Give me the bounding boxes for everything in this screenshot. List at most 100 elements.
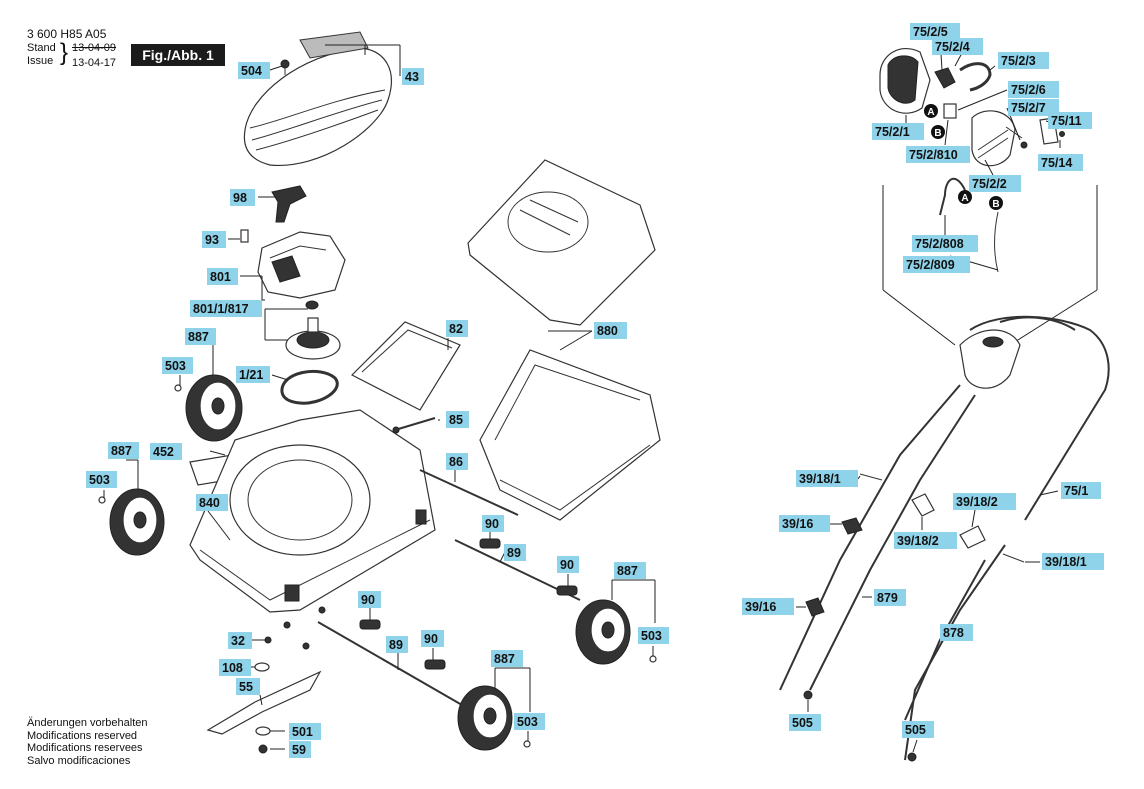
label-90-b: 90	[557, 556, 579, 573]
svg-text:39/16: 39/16	[745, 600, 776, 614]
svg-text:75/11: 75/11	[1051, 114, 1082, 128]
svg-text:39/16: 39/16	[782, 517, 813, 531]
svg-text:85: 85	[449, 413, 463, 427]
svg-text:75/1: 75/1	[1064, 484, 1088, 498]
svg-text:93: 93	[205, 233, 219, 247]
svg-text:879: 879	[877, 591, 898, 605]
label-503-c: 503	[638, 627, 669, 644]
stand-date: 13-04-09	[72, 42, 117, 54]
label-501: 501	[289, 723, 321, 740]
note-de: Änderungen vorbehalten	[27, 717, 148, 729]
svg-text:501: 501	[292, 725, 313, 739]
svg-text:887: 887	[494, 652, 515, 666]
svg-text:503: 503	[517, 715, 538, 729]
svg-text:75/14: 75/14	[1041, 156, 1072, 170]
wheel-drawing-4	[457, 685, 531, 751]
label-452: 452	[150, 443, 182, 460]
mower-deck-drawing	[189, 409, 436, 613]
label-801: 801	[207, 268, 238, 285]
svg-text:503: 503	[89, 473, 110, 487]
label-503-d: 503	[514, 713, 545, 730]
svg-text:503: 503	[641, 629, 662, 643]
label-75-2-808: 75/2/808	[912, 235, 978, 252]
label-39-18-1-b: 39/18/1	[1042, 553, 1104, 570]
svg-text:887: 887	[188, 330, 209, 344]
wheel-drawing-3	[575, 599, 657, 665]
svg-text:1/21: 1/21	[239, 368, 263, 382]
svg-text:108: 108	[222, 661, 243, 675]
svg-text:39/18/2: 39/18/2	[897, 534, 939, 548]
svg-text:39/18/2: 39/18/2	[956, 495, 998, 509]
svg-text:887: 887	[111, 444, 132, 458]
svg-text:75/2/3: 75/2/3	[1001, 54, 1036, 68]
label-93: 93	[202, 231, 226, 248]
blade-drawing	[206, 606, 326, 754]
label-504: 504	[238, 62, 270, 79]
label-89-a: 89	[504, 544, 526, 561]
fan-drawing	[285, 317, 341, 360]
handle-drawing	[779, 315, 1110, 762]
label-75-14: 75/14	[1038, 154, 1083, 171]
svg-text:43: 43	[405, 70, 419, 84]
svg-text:90: 90	[361, 593, 375, 607]
label-75-1: 75/1	[1061, 482, 1101, 499]
label-75-2-2: 75/2/2	[969, 175, 1021, 192]
label-39-16-b: 39/16	[742, 598, 794, 615]
svg-text:A: A	[927, 107, 934, 118]
label-108: 108	[219, 659, 251, 676]
svg-text:504: 504	[241, 64, 262, 78]
svg-text:A: A	[961, 193, 968, 204]
label-880: 880	[594, 322, 627, 339]
svg-text:840: 840	[199, 496, 220, 510]
wheel-drawing-1	[174, 374, 243, 442]
svg-text:503: 503	[165, 359, 186, 373]
modification-notes: Änderungen vorbehalten Modifications res…	[27, 717, 147, 767]
label-75-2-7: 75/2/7	[1008, 99, 1059, 116]
svg-text:801/1/817: 801/1/817	[193, 302, 249, 316]
label-75-11: 75/11	[1048, 112, 1092, 129]
belt-drawing	[280, 369, 339, 405]
label-43: 43	[402, 68, 424, 85]
svg-text:90: 90	[485, 517, 499, 531]
label-75-2-6: 75/2/6	[1008, 81, 1059, 98]
label-503-a: 503	[162, 357, 193, 374]
svg-text:880: 880	[597, 324, 618, 338]
svg-text:32: 32	[231, 634, 245, 648]
svg-text:39/18/1: 39/18/1	[799, 472, 841, 486]
svg-text:89: 89	[507, 546, 521, 560]
svg-text:75/2/5: 75/2/5	[913, 25, 948, 39]
svg-text:75/2/2: 75/2/2	[972, 177, 1007, 191]
svg-text:59: 59	[292, 743, 306, 757]
note-fr: Modifications reservees	[27, 742, 143, 754]
wheel-drawing-2	[98, 488, 165, 556]
rear-flap-drawing	[350, 321, 461, 411]
label-887-b: 887	[108, 442, 139, 459]
svg-text:75/2/7: 75/2/7	[1011, 101, 1046, 115]
label-75-2-1: 75/2/1	[872, 123, 924, 140]
label-98: 98	[230, 189, 255, 206]
svg-text:75/2/808: 75/2/808	[915, 237, 964, 251]
svg-text:B: B	[992, 199, 999, 210]
label-39-16-a: 39/16	[779, 515, 830, 532]
svg-text:452: 452	[153, 445, 174, 459]
motor-drawing	[257, 231, 346, 310]
svg-text:75/2/4: 75/2/4	[935, 40, 970, 54]
marker-b-1: B	[931, 125, 945, 139]
label-90-a: 90	[482, 515, 504, 532]
label-75-2-809: 75/2/809	[903, 256, 970, 273]
label-503-b: 503	[86, 471, 117, 488]
label-1-21: 1/21	[236, 366, 270, 383]
label-75-2-3: 75/2/3	[998, 52, 1049, 69]
label-59: 59	[289, 741, 311, 758]
svg-text:90: 90	[424, 632, 438, 646]
label-90-c: 90	[358, 591, 381, 608]
svg-text:75/2/809: 75/2/809	[906, 258, 955, 272]
label-505-a: 505	[789, 714, 821, 731]
label-840: 840	[196, 494, 228, 511]
label-887-a: 887	[185, 328, 216, 345]
marker-b-2: B	[989, 196, 1003, 210]
detail-bracket	[882, 185, 1098, 346]
label-39-18-2-b: 39/18/2	[894, 532, 957, 549]
label-85: 85	[446, 411, 469, 428]
